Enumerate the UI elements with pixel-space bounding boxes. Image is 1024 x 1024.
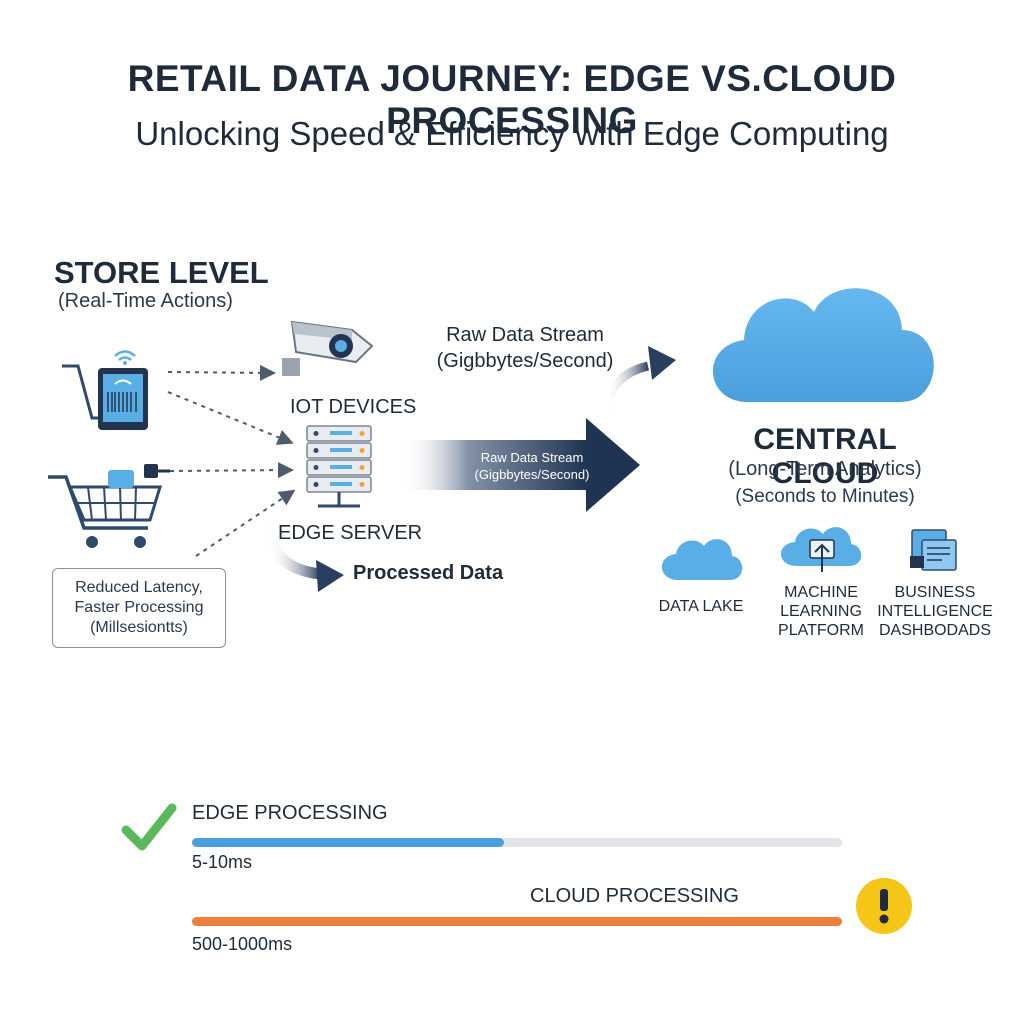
- processed-data-label: Processed Data: [353, 562, 504, 584]
- iot-devices-label: IOT DEVICES: [290, 396, 417, 418]
- security-camera-icon: [282, 320, 374, 376]
- service-business-intelligence: BUSINESS INTELLIGENCE DASHBODADS: [872, 583, 998, 640]
- cloud-processing-value: 500-1000ms: [192, 934, 293, 954]
- tablet-cart-icon: [62, 350, 148, 430]
- service-label: DATA LAKE: [658, 598, 744, 615]
- page-title: RETAIL DATA JOURNEY: EDGE VS.CLOUD PROCE…: [127, 58, 897, 141]
- cloud-processing-bar: [192, 917, 842, 926]
- service-label: PLATFORM: [778, 622, 864, 639]
- processed-data-arrow: [262, 519, 344, 592]
- edge-processing-value: 5-10ms: [192, 852, 253, 872]
- arrow-stream-label: Raw Data Stream: [480, 450, 584, 465]
- upload-to-cloud-arrow: [601, 346, 676, 419]
- edge-processing-bar: [192, 838, 842, 847]
- edge-server-label: EDGE SERVER: [278, 522, 423, 544]
- central-cloud-subtitle: (Long-Term Analytics): [728, 458, 922, 480]
- service-machine-learning: MACHINE LEARNING PLATFORM: [766, 583, 876, 640]
- service-label: DASHBODADS: [878, 622, 992, 639]
- dashboard-icon: [910, 529, 957, 571]
- edge-processing-fill: [192, 838, 504, 847]
- service-label: BUSINESS: [894, 584, 976, 601]
- upper-stream-rate: (Gigbbytes/Second): [436, 350, 614, 372]
- device-connectors: [167, 364, 296, 557]
- cloud-processing-label: CLOUD PROCESSING: [530, 885, 739, 907]
- machine-learning-icon: [780, 527, 862, 572]
- shopping-cart-icon: [48, 464, 170, 548]
- latency-note-box: Reduced Latency, Faster Processing (Mill…: [52, 568, 226, 648]
- store-level-heading: STORE LEVEL: [54, 255, 269, 290]
- central-cloud-title: CENTRAL CLOUD: [753, 423, 897, 490]
- edge-processing-label: EDGE PROCESSING: [192, 802, 388, 824]
- checkmark-icon: [121, 803, 177, 851]
- central-cloud-latency: (Seconds to Minutes): [735, 486, 915, 507]
- latency-note-line: (Millsesiontts): [90, 619, 188, 636]
- central-cloud-icon: [712, 288, 934, 402]
- arrow-stream-rate: (Gigbbytes/Second): [474, 467, 590, 482]
- store-level-subheading: (Real-Time Actions): [58, 290, 233, 312]
- latency-note-line: Faster Processing: [74, 599, 204, 616]
- warning-icon: [856, 878, 912, 934]
- latency-note-line: Reduced Latency,: [75, 579, 203, 596]
- upper-stream-label: Raw Data Stream: [446, 324, 604, 346]
- cloud-processing-fill: [192, 917, 842, 926]
- service-label: INTELLIGENCE: [877, 603, 993, 620]
- page-subtitle: Unlocking Speed & Efficiency with Edge C…: [135, 115, 889, 152]
- service-label: MACHINE: [784, 584, 858, 601]
- service-label: LEARNING: [780, 603, 862, 620]
- raw-data-stream-arrow: [402, 418, 640, 512]
- service-data-lake: DATA LAKE: [646, 597, 756, 616]
- edge-server-icon: [306, 425, 372, 508]
- data-lake-icon: [661, 539, 743, 580]
